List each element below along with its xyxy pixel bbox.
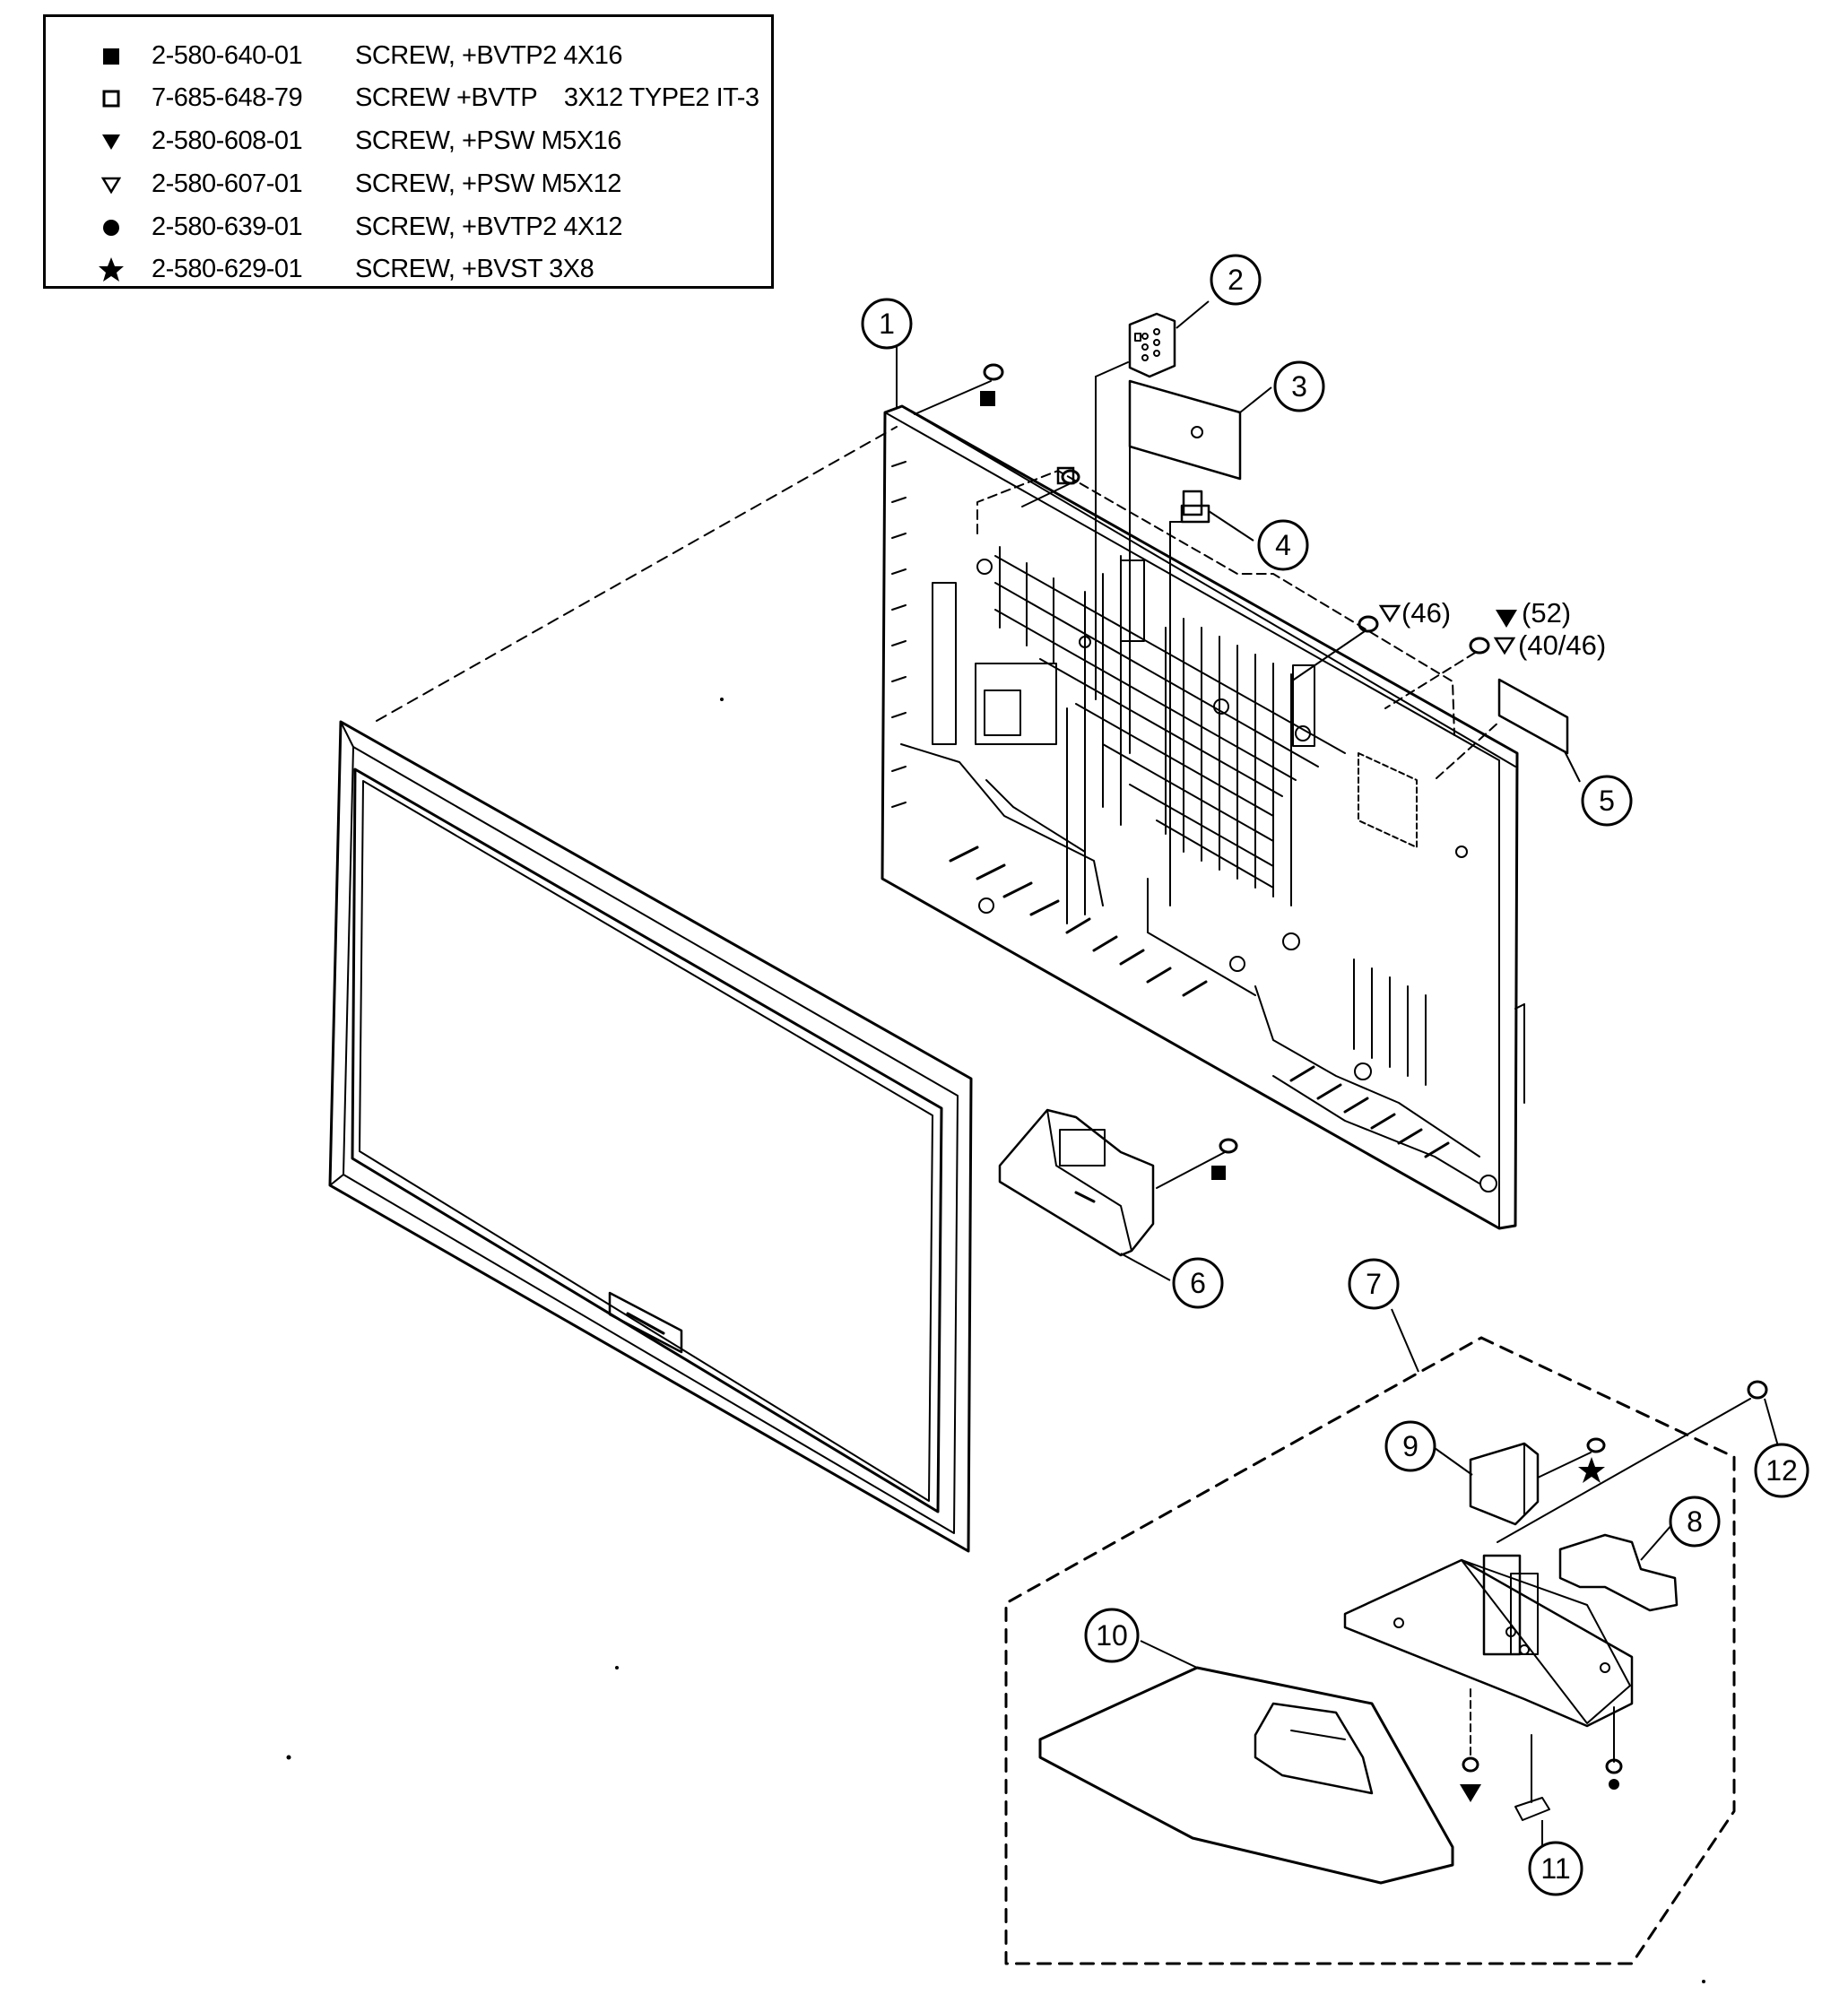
screw-rear-46: [1290, 615, 1379, 682]
callout-1: 1: [861, 298, 913, 350]
callout-10: 10: [1084, 1608, 1140, 1663]
filled-triangle-icon: [95, 120, 127, 161]
star-icon: [1578, 1457, 1605, 1483]
size-note-46: (46): [1401, 597, 1451, 629]
filled-circle-icon: [95, 206, 127, 247]
size-note-52: (52): [1522, 597, 1571, 629]
legend-row-5: 2-580-639-01 SCREW, +BVTP2 4X12: [46, 206, 771, 247]
callout-12: 12: [1754, 1443, 1809, 1498]
legend-description: SCREW, +BVST 3X8: [355, 255, 594, 283]
legend-part-number: 2-580-608-01: [152, 126, 303, 155]
item-4-clip: [1169, 490, 1210, 906]
svg-text:9: 9: [1402, 1430, 1419, 1462]
legend-part-number: 2-580-640-01: [152, 41, 303, 70]
item-12-screw: [1497, 1380, 1768, 1543]
open-triangle-icon: [1378, 604, 1401, 623]
svg-text:6: 6: [1190, 1267, 1206, 1299]
svg-text:5: 5: [1599, 785, 1615, 817]
svg-text:7: 7: [1366, 1268, 1382, 1300]
item-6-bracket: [998, 1108, 1238, 1257]
item-9-bracket: [1469, 1437, 1606, 1526]
svg-text:8: 8: [1687, 1505, 1703, 1538]
screw-rear-52: [1384, 637, 1490, 709]
legend-row-6: 2-580-629-01 SCREW, +BVST 3X8: [46, 248, 771, 290]
callout-9: 9: [1384, 1420, 1436, 1472]
item-5-label: [1436, 678, 1569, 779]
svg-text:3: 3: [1291, 370, 1307, 403]
legend-row-3: 2-580-608-01 SCREW, +PSW M5X16: [46, 120, 771, 161]
legend-description: SCREW +BVTP 3X12 TYPE2 IT-3: [355, 83, 759, 112]
svg-text:12: 12: [1766, 1454, 1798, 1487]
screw-legend: 2-580-640-01 SCREW, +BVTP2 4X16 7-685-64…: [43, 14, 774, 289]
callout-3: 3: [1273, 360, 1325, 412]
legend-description: SCREW, +BVTP2 4X16: [355, 41, 623, 70]
size-note-40-46: (40/46): [1518, 629, 1606, 661]
legend-description: SCREW, +PSW M5X12: [355, 169, 621, 198]
legend-row-1: 2-580-640-01 SCREW, +BVTP2 4X16: [46, 35, 771, 76]
svg-text:10: 10: [1096, 1619, 1128, 1652]
callout-8: 8: [1669, 1496, 1721, 1548]
item-8-part: [1558, 1533, 1679, 1612]
open-square-icon: [1056, 466, 1075, 485]
filled-triangle-icon: [1460, 1784, 1481, 1802]
filled-triangle-icon: [1496, 610, 1517, 628]
callout-5: 5: [1581, 775, 1633, 827]
legend-description: SCREW, +BVTP2 4X12: [355, 212, 623, 241]
screw-top-rear: [914, 363, 1004, 415]
callout-7: 7: [1348, 1258, 1400, 1310]
callout-2: 2: [1210, 254, 1262, 306]
legend-part-number: 2-580-629-01: [152, 255, 303, 283]
filled-square-icon: [1211, 1166, 1226, 1180]
front-bezel: [328, 720, 973, 1553]
callout-6: 6: [1172, 1257, 1224, 1309]
open-triangle-icon: [1493, 637, 1516, 655]
legend-row-4: 2-580-607-01 SCREW, +PSW M5X12: [46, 163, 771, 204]
item-3-sheet: [1128, 379, 1242, 754]
callout-4: 4: [1257, 519, 1309, 571]
star-icon: [95, 248, 127, 290]
svg-text:1: 1: [879, 308, 895, 340]
svg-text:4: 4: [1275, 529, 1291, 561]
item-2-keypad-bracket: [1095, 312, 1176, 700]
rear-cover: [881, 404, 1525, 1230]
stand-plate: [1343, 1554, 1634, 1821]
legend-description: SCREW, +PSW M5X16: [355, 126, 621, 155]
item-10-base: [1038, 1666, 1454, 1885]
filled-square-icon: [95, 35, 127, 76]
legend-part-number: 7-685-648-79: [152, 83, 303, 112]
svg-text:11: 11: [1540, 1852, 1570, 1885]
filled-square-icon: [980, 391, 995, 406]
callout-11: 11: [1528, 1841, 1583, 1896]
legend-part-number: 2-580-639-01: [152, 212, 303, 241]
svg-text:2: 2: [1228, 264, 1244, 296]
filled-circle-icon: [1609, 1779, 1619, 1790]
item-7-stand-assembly-boundary: [1004, 1336, 1736, 1965]
open-square-icon: [95, 77, 127, 118]
open-triangle-icon: [95, 163, 127, 204]
legend-row-2: 7-685-648-79 SCREW +BVTP 3X12 TYPE2 IT-3: [46, 77, 771, 118]
legend-part-number: 2-580-607-01: [152, 169, 303, 198]
